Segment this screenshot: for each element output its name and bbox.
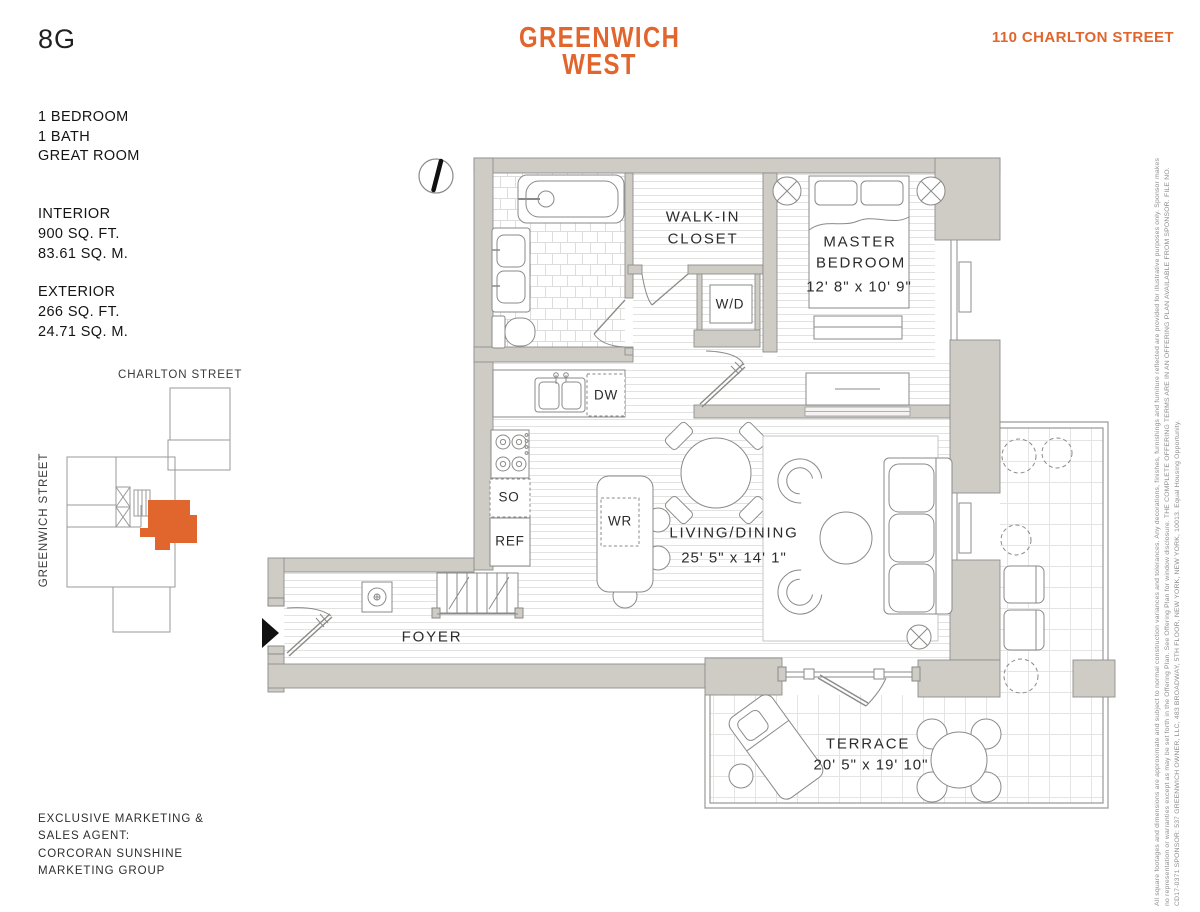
terrace-door [777, 666, 921, 707]
foyer-closet [431, 572, 524, 619]
keyplan-drawing [66, 387, 231, 633]
dining-set [664, 421, 768, 525]
dishwasher [586, 373, 626, 417]
building-address: 110 CHARLTON STREET [991, 29, 1174, 46]
logo-line-1: GREENWICH [519, 20, 681, 54]
label-washer-dryer: W/D [715, 296, 745, 312]
living-furniture [762, 435, 953, 650]
label-dishwasher: DW [593, 387, 619, 403]
label-stove-oven: SO [498, 489, 520, 505]
interior-sqft: 900 SQ. FT. [38, 225, 120, 242]
label-terrace-dims: 20' 5" x 19' 10" [813, 756, 929, 774]
keyplan-street-charlton: CHARLTON STREET [118, 369, 243, 381]
cooktop [490, 429, 530, 479]
refrigerator-box [489, 517, 531, 567]
label-master-dims: 12' 8" x 10' 9" [806, 278, 912, 296]
label-foyer: FOYER [401, 628, 463, 646]
disclaimer-line-1: All square footages and dimensions are a… [1154, 157, 1161, 906]
label-living-dining: LIVING/DINING [669, 524, 799, 542]
interior-sqm: 83.61 SQ. M. [38, 245, 129, 262]
walls [267, 157, 1116, 698]
marketing-agent: EXCLUSIVE MARKETING & SALES AGENT: CORCO… [38, 811, 204, 880]
interior-window [804, 406, 911, 417]
bathtub [517, 174, 625, 224]
interior-title: INTERIOR [38, 206, 111, 222]
interior-area: INTERIOR 900 SQ. FT. 83.61 SQ. M. [38, 205, 128, 264]
exterior-sqft: 266 SQ. FT. [38, 303, 120, 320]
label-master-bedroom-2: BEDROOM [815, 254, 907, 272]
logo-line-2: WEST [562, 47, 638, 81]
disclaimer-line-2: no representation or warranties except a… [1164, 167, 1171, 906]
keyplan-street-greenwich: GREENWICH STREET [38, 452, 50, 588]
stove-oven-box [489, 478, 531, 518]
exterior-area: EXTERIOR 266 SQ. FT. 24.71 SQ. M. [38, 283, 128, 342]
feature-greatroom: GREAT ROOM [38, 148, 140, 164]
washer-dryer-box [709, 284, 753, 324]
toilet [491, 315, 536, 349]
feature-bath: 1 BATH [38, 128, 91, 145]
terrace-furniture [728, 437, 1073, 803]
keyplan-unit-highlight [140, 500, 197, 550]
agent-line-4: MARKETING GROUP [38, 864, 166, 877]
bay-window-living [950, 493, 972, 560]
bedroom-door [699, 350, 746, 408]
unit-features: 1 BEDROOM 1 BATH GREAT ROOM [38, 108, 140, 167]
disclaimer-line-3: CD17-0371 SPONSOR: 537 GREENWICH OWNER, … [1174, 419, 1181, 906]
label-living-dims: 25' 5" x 14' 1" [681, 549, 787, 567]
building-logo: GREENWICH WEST [0, 20, 1200, 81]
terrace-parapet [704, 421, 1109, 809]
bay-window-bedroom [950, 240, 972, 340]
bathroom-door [593, 299, 626, 348]
label-walk-in-closet-2: CLOSET [667, 230, 739, 248]
exterior-sqm: 24.71 SQ. M. [38, 323, 129, 340]
agent-line-2: SALES AGENT: [38, 830, 130, 843]
exterior-title: EXTERIOR [38, 284, 116, 300]
label-refrigerator: REF [495, 533, 525, 549]
label-master-bedroom: MASTER [823, 233, 897, 251]
label-wine-ref: WR [607, 513, 633, 529]
feature-bedroom: 1 BEDROOM [38, 109, 129, 125]
entry-door [267, 597, 333, 657]
unit-number: 8G [38, 24, 77, 54]
label-walk-in-closet: WALK-IN [665, 208, 741, 226]
closet-door [641, 273, 689, 306]
foyer-fixture [361, 581, 393, 613]
kitchen-island [596, 475, 671, 609]
agent-line-3: CORCORAN SUNSHINE [38, 847, 184, 860]
bathroom-vanity [491, 227, 531, 313]
bedroom-furniture [772, 175, 946, 406]
north-compass-icon [418, 158, 454, 194]
entry-marker [262, 618, 279, 648]
label-terrace: TERRACE [825, 735, 911, 753]
agent-line-1: EXCLUSIVE MARKETING & [38, 813, 204, 825]
